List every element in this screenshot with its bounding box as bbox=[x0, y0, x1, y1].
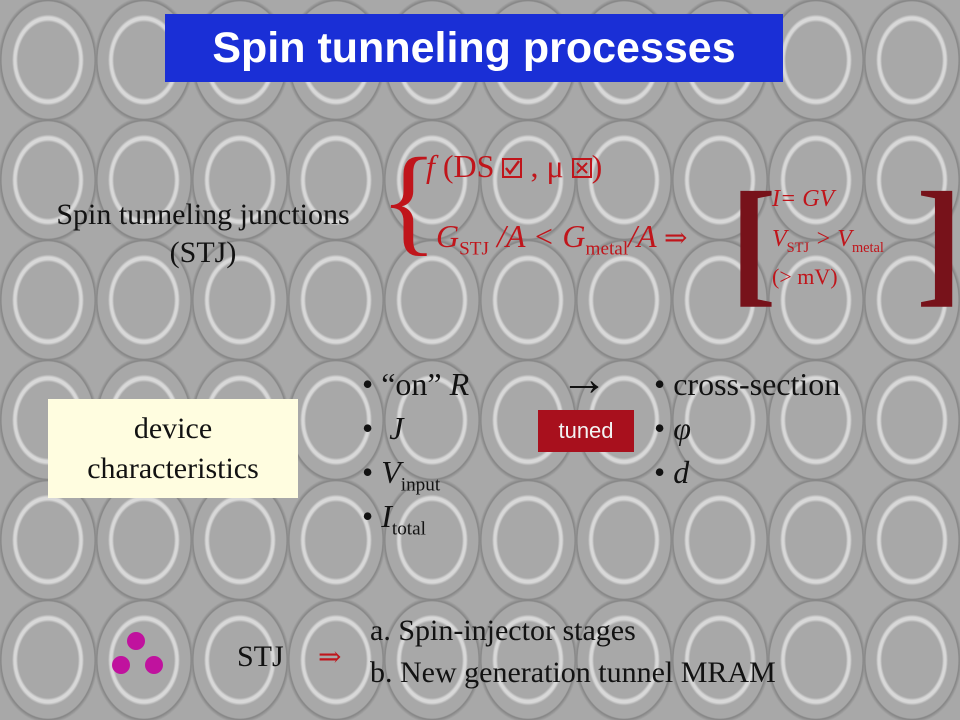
bullet-j: • J bbox=[362, 410, 403, 447]
bullet-v-input: • Vinput bbox=[362, 454, 440, 496]
bullet-i-prefix: • bbox=[362, 498, 382, 534]
bullet-cross-section: • cross-section bbox=[654, 366, 841, 402]
stj-label-line2: (STJ) bbox=[169, 236, 237, 269]
right-arrow-icon: → bbox=[560, 353, 608, 406]
device-line1: device bbox=[133, 412, 213, 445]
bracket-gt: > V bbox=[809, 226, 852, 252]
formula-close: ) bbox=[591, 148, 603, 184]
bullet-v-sub: input bbox=[400, 474, 441, 496]
bullet-v-var: V bbox=[381, 454, 401, 490]
formula-ds: (DS bbox=[442, 148, 495, 184]
stj-bottom-label: STJ bbox=[237, 640, 284, 673]
formula-div-a2: /A bbox=[628, 218, 657, 254]
curly-brace: { bbox=[380, 133, 438, 266]
formula-g-sub-stj: STJ bbox=[459, 238, 489, 260]
bullet-on-r-var: R bbox=[449, 366, 470, 402]
bracket-sub-stj: STJ bbox=[786, 239, 810, 256]
bullet-phi-var: φ bbox=[673, 410, 691, 446]
bullet-v-prefix: • bbox=[362, 454, 382, 490]
formula-g: G bbox=[436, 218, 460, 254]
stj-label: Spin tunneling junctions (STJ) bbox=[18, 196, 388, 272]
left-bracket: [ bbox=[730, 164, 777, 319]
bullet-j-prefix: • bbox=[362, 410, 382, 446]
bullet-i-var: I bbox=[381, 498, 392, 534]
stj-implies-arrow: ⇒ bbox=[318, 642, 342, 673]
formula-g-sub-metal: metal bbox=[585, 238, 629, 260]
bullet-phi: • φ bbox=[654, 410, 691, 447]
bullet-d: • d bbox=[654, 454, 689, 491]
bullet-d-var: d bbox=[673, 454, 690, 490]
checked-box-icon bbox=[502, 158, 523, 178]
device-line2: characteristics bbox=[87, 452, 259, 485]
bracket-sub-metal: metal bbox=[851, 239, 884, 256]
formula-f: f bbox=[426, 148, 435, 184]
stj-label-line1: Spin tunneling junctions bbox=[56, 198, 350, 231]
crossed-box-icon bbox=[571, 158, 592, 178]
bullet-i-total: • Itotal bbox=[362, 498, 426, 540]
tuned-badge: tuned bbox=[538, 410, 634, 452]
right-bracket: ] bbox=[916, 164, 960, 319]
bullet-on-r-prefix: • “on” bbox=[362, 366, 450, 402]
bullet-i-sub: total bbox=[391, 518, 426, 540]
formula-dos: f (DS , μ ) bbox=[426, 148, 602, 185]
formula-div-a: /A < G bbox=[488, 218, 586, 254]
application-a: a. Spin-injector stages bbox=[370, 614, 636, 647]
formula-mu: , μ bbox=[530, 148, 564, 184]
page-title: Spin tunneling processes bbox=[165, 14, 783, 82]
bullet-j-var: J bbox=[389, 410, 404, 446]
bracket-line3: (> mV) bbox=[772, 264, 838, 289]
device-characteristics-box: device characteristics bbox=[48, 399, 298, 498]
bullet-phi-prefix: • bbox=[654, 410, 674, 446]
bullet-d-prefix: • bbox=[654, 454, 674, 490]
application-b: b. New generation tunnel MRAM bbox=[370, 656, 776, 689]
formula-conductance: GSTJ /A < Gmetal/A ⇒ bbox=[436, 218, 687, 260]
implies-arrow: ⇒ bbox=[664, 223, 688, 254]
bracket-line2: VSTJ > Vmetal bbox=[772, 226, 884, 257]
bracket-line1: I= GV bbox=[772, 186, 835, 212]
bracket-v: V bbox=[772, 226, 787, 252]
bullet-on-r: • “on” R bbox=[362, 366, 469, 403]
